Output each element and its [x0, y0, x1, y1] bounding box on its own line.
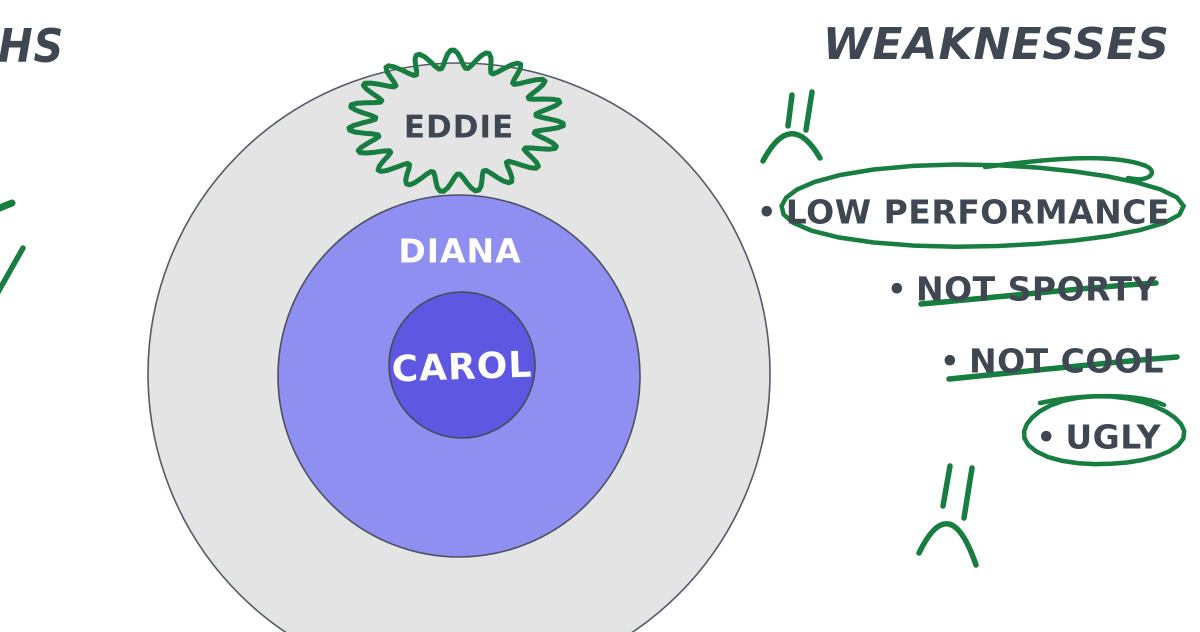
- bullet-icon: •: [940, 344, 960, 380]
- venn-label-eddie: EDDIE: [403, 109, 515, 146]
- bullet-icon: •: [757, 195, 777, 231]
- sad-face-eye-slash: [785, 92, 795, 129]
- weakness-item-label: NOT COOL: [968, 341, 1164, 381]
- venn-label-carol: CAROL: [391, 344, 533, 391]
- weakness-item-label: LOW PERFORMANCE: [785, 192, 1170, 232]
- sad-face-doodle-bottom: [916, 463, 979, 568]
- edge-diagonal-line: [0, 245, 26, 295]
- sad-face-eye-slash: [803, 89, 815, 133]
- edge-dash: [0, 199, 16, 212]
- bullet-icon: •: [1036, 420, 1057, 456]
- edge-doodles-left: [0, 199, 26, 295]
- ugly-oval: [1021, 393, 1187, 467]
- sad-face-frown: [916, 521, 979, 568]
- not-cool-strikethrough: [946, 354, 1180, 382]
- weakness-item-label: NOT SPORTY: [915, 269, 1157, 309]
- eddie-cloud-scribble: [346, 47, 566, 194]
- weakness-item-ugly: •UGLY: [1037, 421, 1161, 454]
- bullet-icon: •: [887, 272, 907, 308]
- sad-face-frown: [760, 131, 823, 164]
- sad-face-doodle-top: [760, 89, 823, 164]
- weakness-item-low-performance: •LOW PERFORMANCE: [757, 196, 1170, 229]
- weakness-item-label: UGLY: [1065, 417, 1161, 457]
- weakness-item-not-sporty: •NOT SPORTY: [887, 273, 1157, 306]
- weaknesses-heading: WEAKNESSES: [822, 19, 1170, 70]
- low-performance-oval: [779, 162, 1187, 249]
- not-sporty-strikethrough: [918, 280, 1159, 307]
- inner-circle-carol: [388, 291, 536, 439]
- strengths-heading-partial: HS: [0, 19, 65, 73]
- sad-face-eye-slash: [940, 463, 953, 509]
- venn-label-diana: DIANA: [398, 231, 522, 271]
- low-performance-oval-arrow-hook: [982, 155, 1154, 182]
- sad-face-eye-slash: [961, 465, 975, 521]
- weakness-item-not-cool: •NOT COOL: [940, 345, 1164, 378]
- ugly-oval-hook: [1037, 393, 1167, 408]
